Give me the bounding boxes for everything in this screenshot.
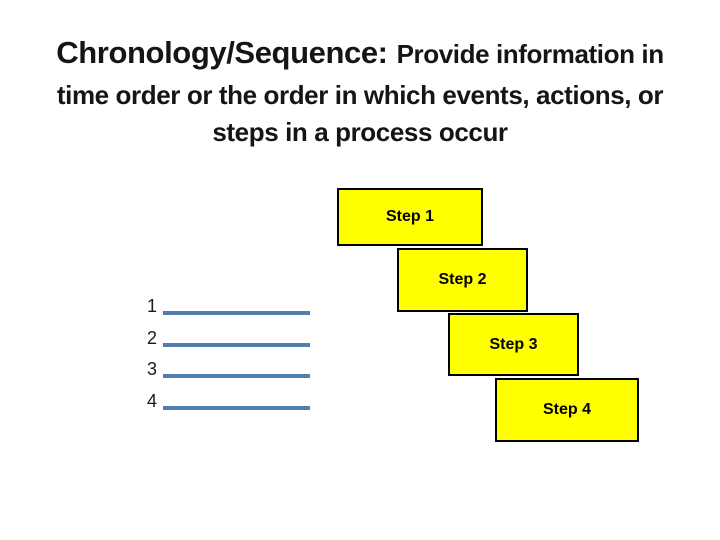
step-box-3: Step 3	[448, 313, 579, 376]
title-keyword: Chronology/Sequence:	[56, 35, 388, 70]
step-box-2: Step 2	[397, 248, 528, 312]
step-label: Step 2	[438, 271, 487, 288]
slide-title: Chronology/Sequence: Provide information …	[0, 34, 720, 151]
list-number: 1	[147, 296, 158, 316]
title-line-1: Chronology/Sequence: Provide information …	[0, 34, 720, 77]
title-line-2: time order or the order in which events,…	[56, 80, 664, 110]
list-item: 2	[147, 329, 322, 361]
title-line1-rest: Provide information in	[396, 39, 665, 69]
list-item: 1	[147, 297, 322, 329]
blank-line	[163, 342, 310, 347]
list-number: 4	[147, 390, 158, 411]
step-box-4: Step 4	[495, 378, 639, 442]
list-number: 3	[147, 359, 158, 379]
step-label: Step 3	[489, 335, 538, 353]
blank-line	[163, 405, 310, 410]
blank-line	[163, 374, 310, 378]
step-label: Step 1	[385, 208, 434, 225]
list-item: 4	[147, 392, 322, 424]
list-item: 3	[147, 360, 322, 392]
list-number: 2	[147, 327, 158, 348]
blank-line	[163, 311, 310, 315]
step-label: Step 4	[542, 401, 591, 418]
numbered-blank-list: 1 2 3 4	[147, 297, 322, 423]
step-box-1: Step 1	[337, 188, 483, 246]
title-line-3: steps in a process occur	[212, 117, 508, 147]
